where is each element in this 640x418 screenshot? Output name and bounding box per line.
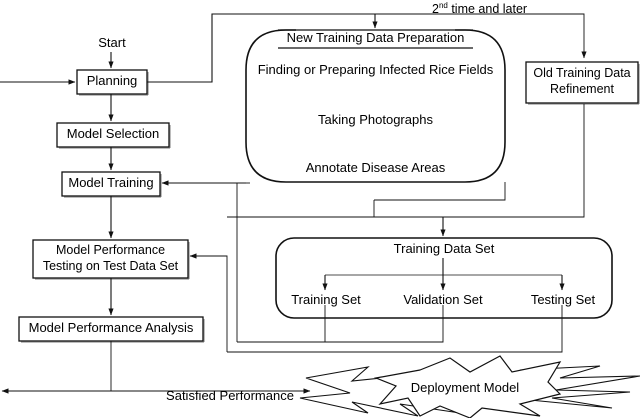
node-old-training-data-label-line2[interactable]: Refinement bbox=[550, 82, 614, 96]
node-finding-fields-label[interactable]: Finding or Preparing Infected Rice Field… bbox=[257, 62, 494, 77]
model-training-box-shade bbox=[64, 174, 162, 198]
edge-planning-to-prep bbox=[147, 13, 393, 83]
edge-validation-set-out bbox=[325, 305, 444, 343]
node-new-training-data-prep-title[interactable]: New Training Data Preparation bbox=[286, 30, 465, 45]
second-time-superscript: nd bbox=[438, 1, 448, 10]
node-model-selection-box bbox=[56, 122, 170, 148]
edge-testing-set-out bbox=[227, 305, 563, 353]
node-testing-set-label[interactable]: Testing Set bbox=[530, 292, 596, 307]
node-model-performance-testing-box bbox=[32, 239, 189, 279]
node-new-training-data-prep-container bbox=[245, 29, 506, 183]
model-perf-testing-box-shade bbox=[35, 242, 190, 280]
edge-sets-riser-to-perf-testing bbox=[189, 253, 228, 352]
edge-training-set-out bbox=[237, 305, 326, 343]
planning-box-shade bbox=[79, 72, 149, 96]
model-perf-analysis-box-shade bbox=[21, 319, 205, 343]
node-training-data-set-container bbox=[275, 237, 613, 319]
node-old-training-data-refinement-box bbox=[525, 61, 639, 104]
node-training-set-label[interactable]: Training Set bbox=[291, 292, 361, 307]
node-planning-box bbox=[76, 69, 148, 95]
edge-label-second-time-and-later: 2nd time and later bbox=[432, 1, 582, 17]
old-training-box-shade bbox=[528, 64, 640, 105]
second-time-rest: time and later bbox=[447, 2, 528, 17]
node-training-data-set-title[interactable]: Training Data Set bbox=[393, 241, 495, 256]
second-time-prefix: 2 bbox=[432, 2, 439, 17]
edge-label-satisfied-performance: Satisfied Performance bbox=[166, 388, 294, 403]
node-planning-label[interactable]: Planning bbox=[86, 73, 138, 88]
node-model-performance-analysis-label[interactable]: Model Performance Analysis bbox=[28, 320, 194, 335]
node-taking-photographs-label[interactable]: Taking Photographs bbox=[318, 112, 433, 127]
edge-old-training-down-to-rail bbox=[374, 104, 585, 218]
label-start: Start bbox=[98, 35, 126, 50]
node-deployment-model-label[interactable]: Deployment Model bbox=[410, 380, 520, 395]
edge-prep-bottom-connector bbox=[374, 182, 506, 201]
edge-top-rail-to-old-training bbox=[393, 13, 587, 59]
model-selection-box-shade bbox=[59, 125, 171, 149]
node-model-performance-testing-label-line1[interactable]: Model Performance bbox=[55, 243, 166, 257]
node-model-training-label[interactable]: Model Training bbox=[68, 175, 154, 190]
node-model-selection-label[interactable]: Model Selection bbox=[66, 126, 160, 141]
node-model-performance-testing-label-line2[interactable]: Testing on Test Data Set bbox=[42, 259, 179, 273]
node-validation-set-label[interactable]: Validation Set bbox=[403, 292, 483, 307]
node-annotate-disease-label[interactable]: Annotate Disease Areas bbox=[305, 160, 446, 175]
node-old-training-data-label-line1[interactable]: Old Training Data bbox=[533, 66, 631, 80]
node-deployment-model-starburst-core bbox=[373, 355, 562, 418]
